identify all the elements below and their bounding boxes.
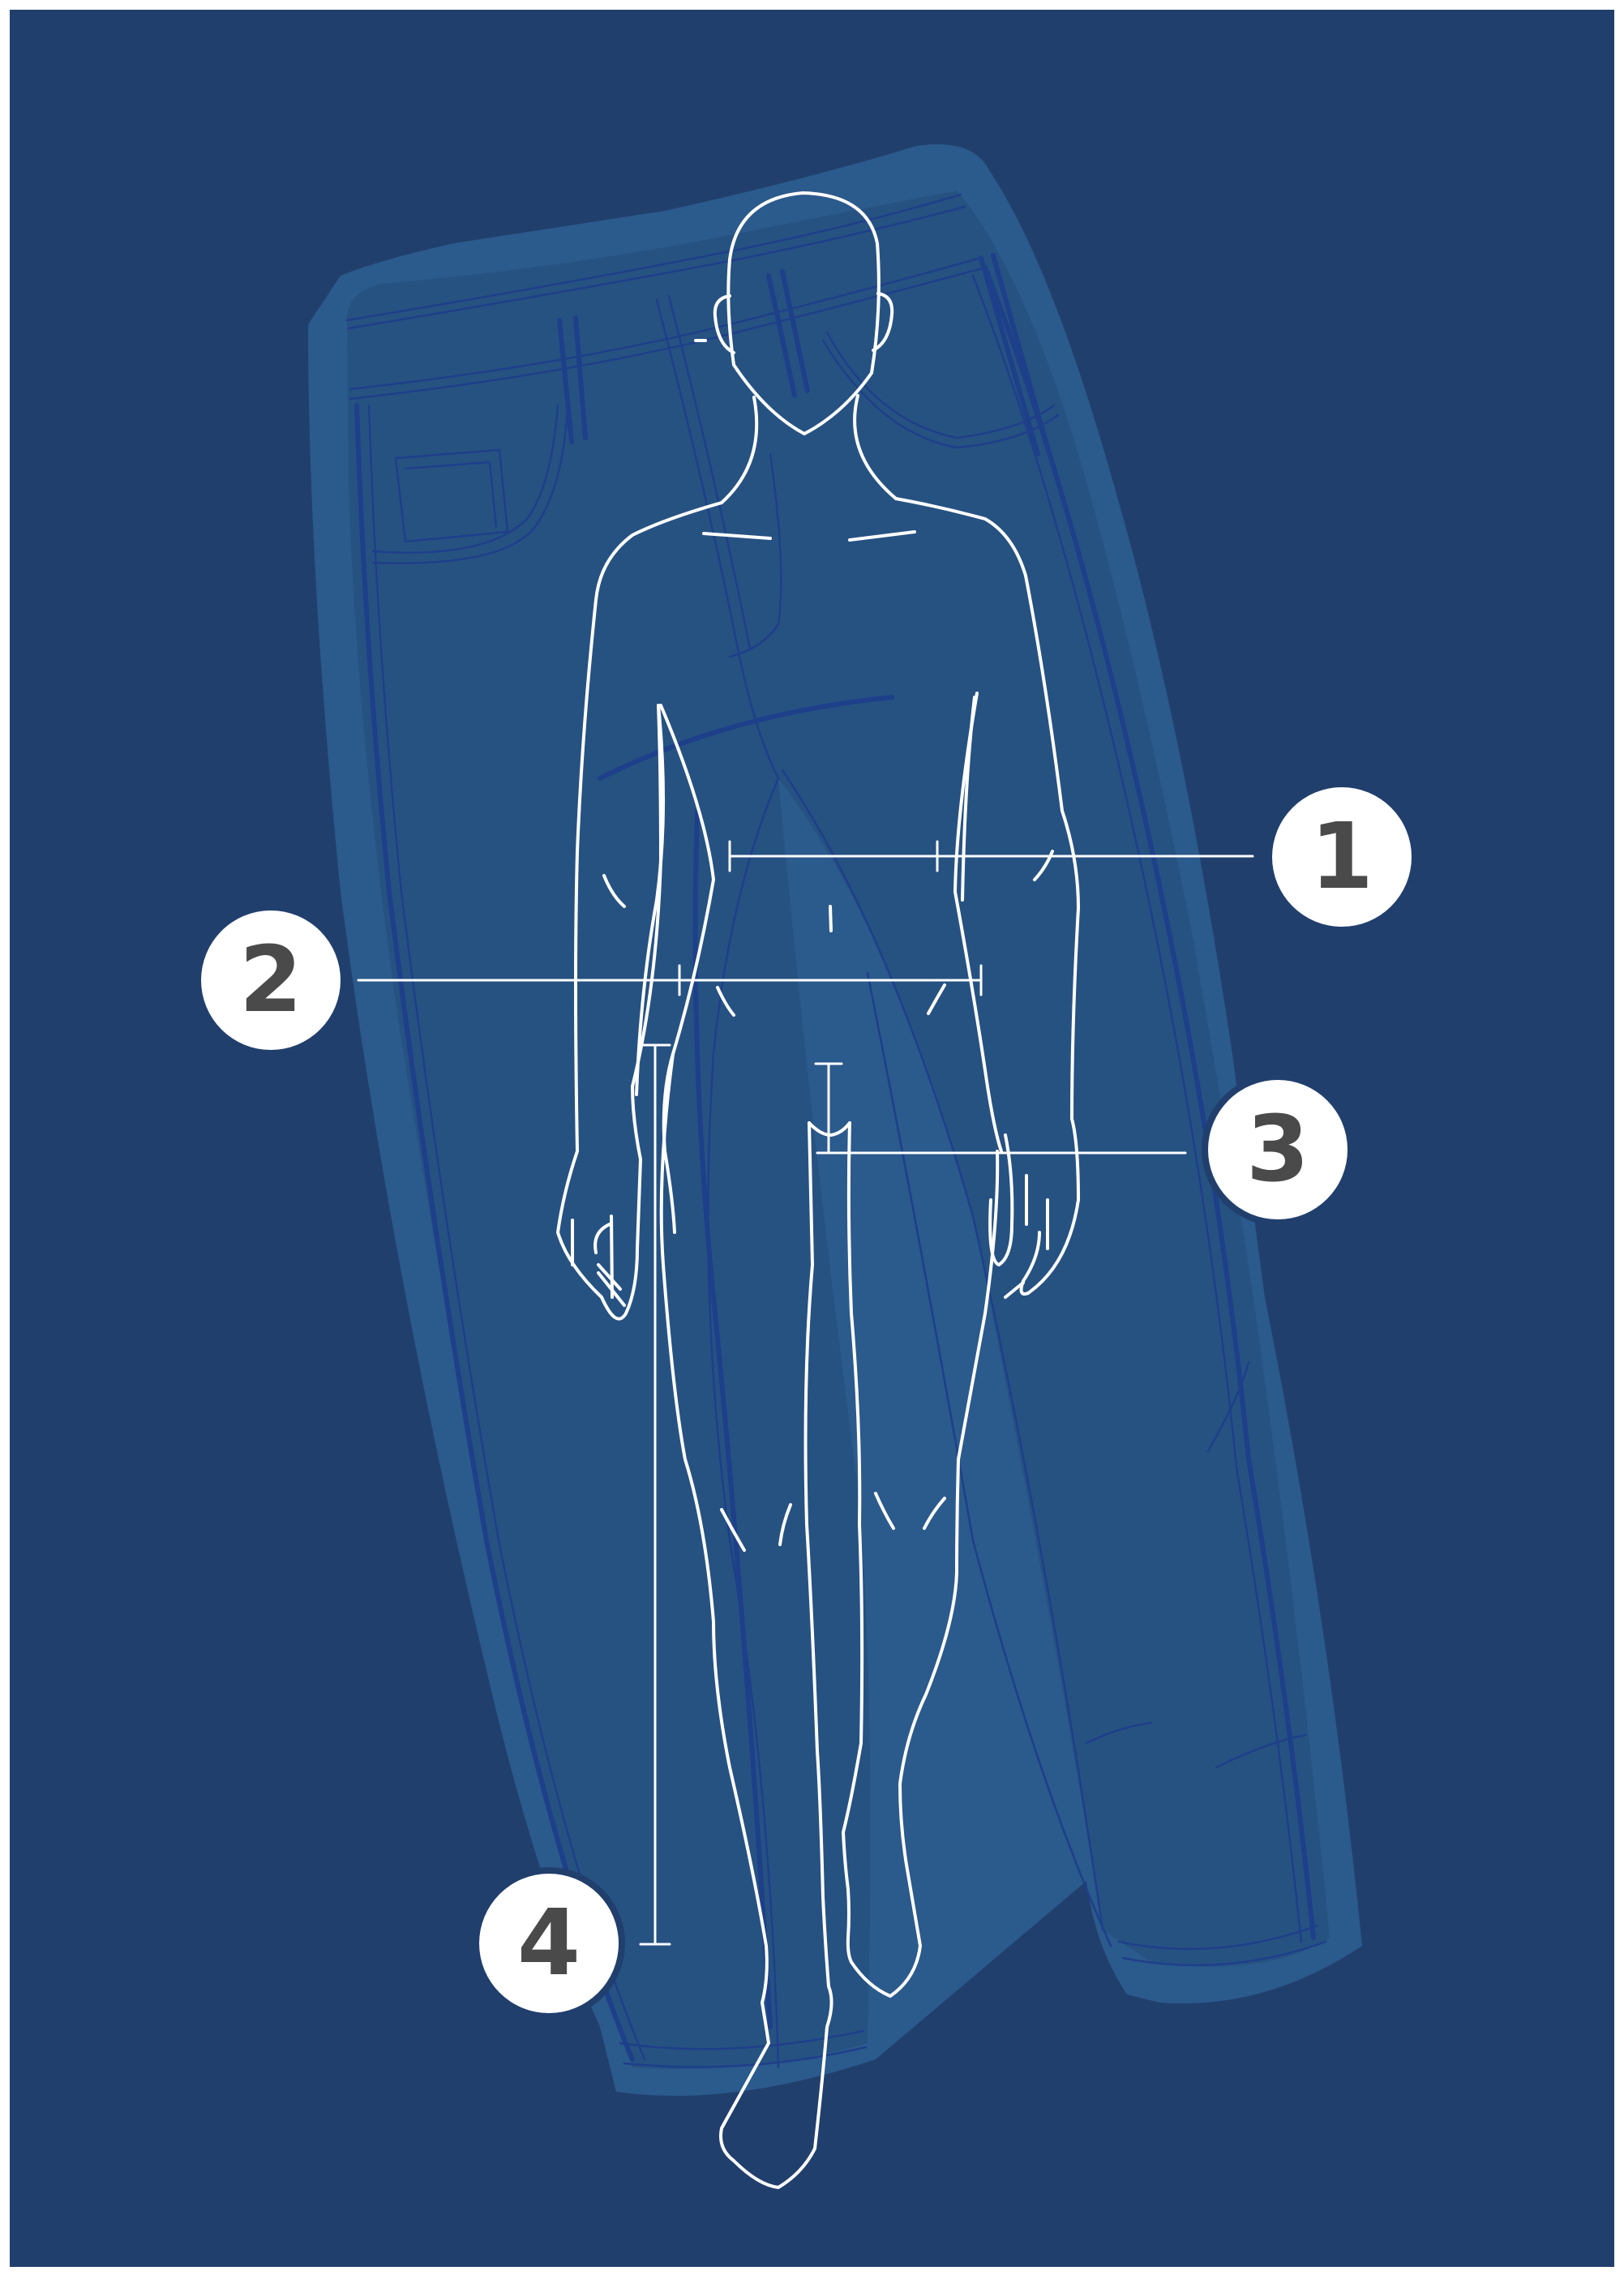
figure-navel [830, 906, 831, 931]
badge-1-label: 1 [1310, 804, 1373, 910]
badge-2-label: 2 [239, 928, 302, 1033]
badge-3: 3 [1202, 1073, 1354, 1226]
badge-1: 1 [1266, 781, 1418, 933]
badge-4: 4 [473, 1867, 625, 2020]
badge-4-label: 4 [517, 1891, 581, 1996]
badge-3-label: 3 [1246, 1097, 1309, 1202]
badge-2: 2 [195, 904, 347, 1056]
